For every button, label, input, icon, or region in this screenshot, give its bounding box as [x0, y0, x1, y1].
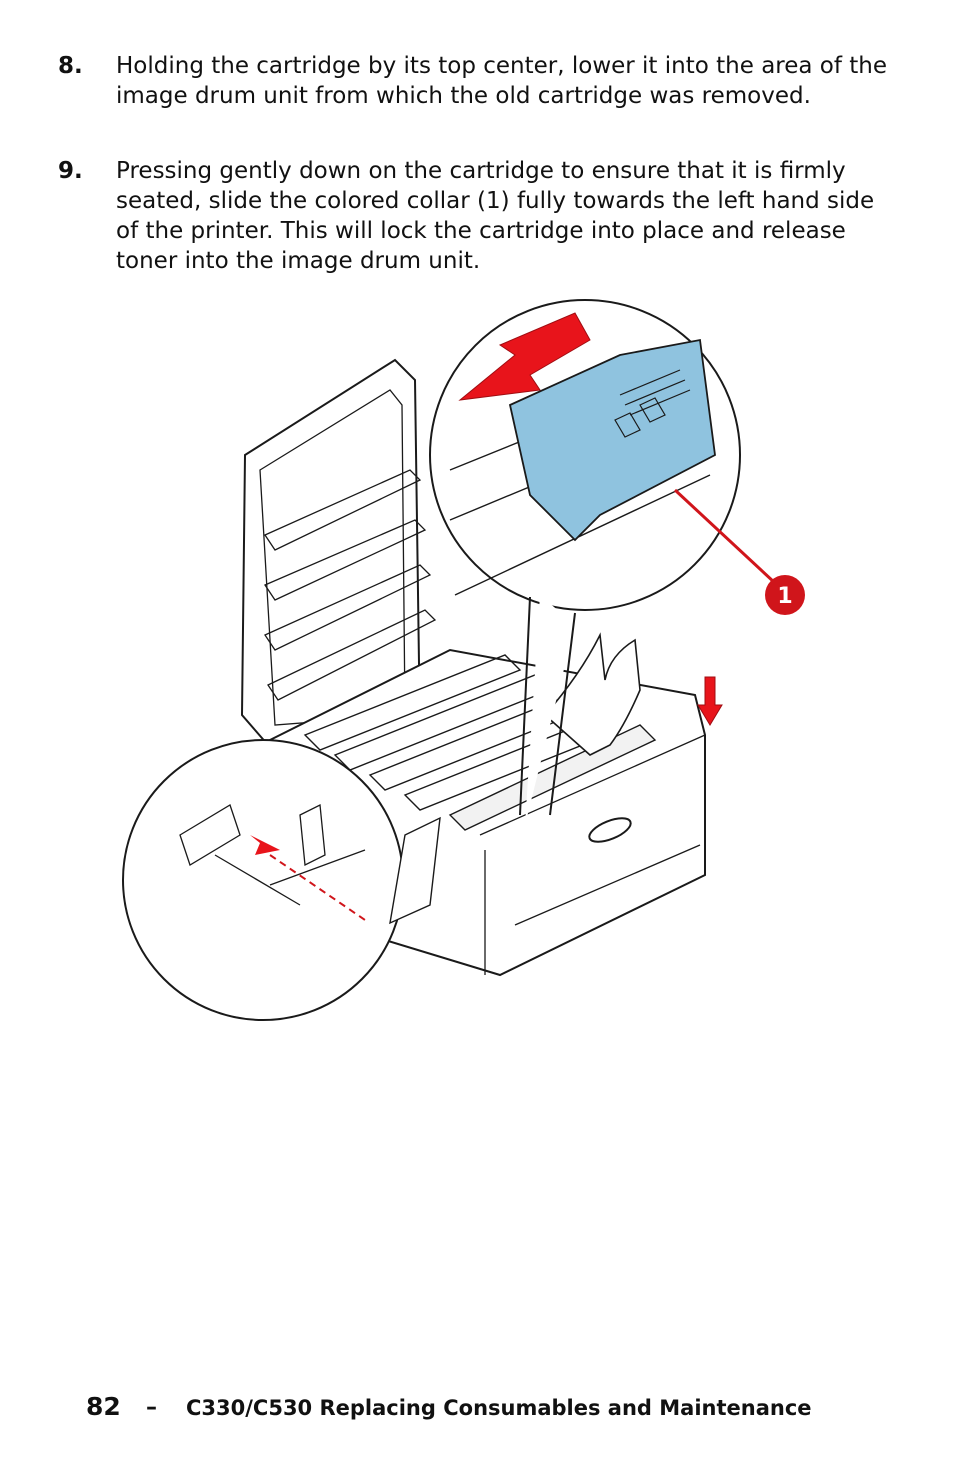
callout-number: 1: [777, 584, 792, 609]
printer-illustration: 1: [122, 299, 805, 1021]
step-number: 9.: [58, 158, 83, 184]
tray-handle: [588, 817, 632, 843]
callout-leader: [673, 488, 777, 585]
footer-separator: –: [146, 1395, 157, 1420]
page-number: 82: [86, 1392, 121, 1421]
callout-badge: [765, 575, 805, 615]
led-heads: [264, 469, 437, 701]
step-text: Holding the cartridge by its top center,…: [116, 53, 888, 109]
slide-left-arrow: [458, 312, 591, 401]
toner-collar: [508, 338, 716, 542]
latch-arrow: [250, 835, 280, 855]
magnifier-drum-latch: [122, 739, 404, 1021]
press-down-arrow: [697, 676, 723, 726]
footer-title: C330/C530 Replacing Consumables and Main…: [186, 1396, 812, 1420]
step-text: Pressing gently down on the cartridge to…: [116, 158, 875, 274]
step-number: 8.: [58, 53, 83, 79]
page-footer: 82 – C330/C530 Replacing Consumables and…: [86, 1392, 886, 1426]
hand: [543, 632, 641, 756]
